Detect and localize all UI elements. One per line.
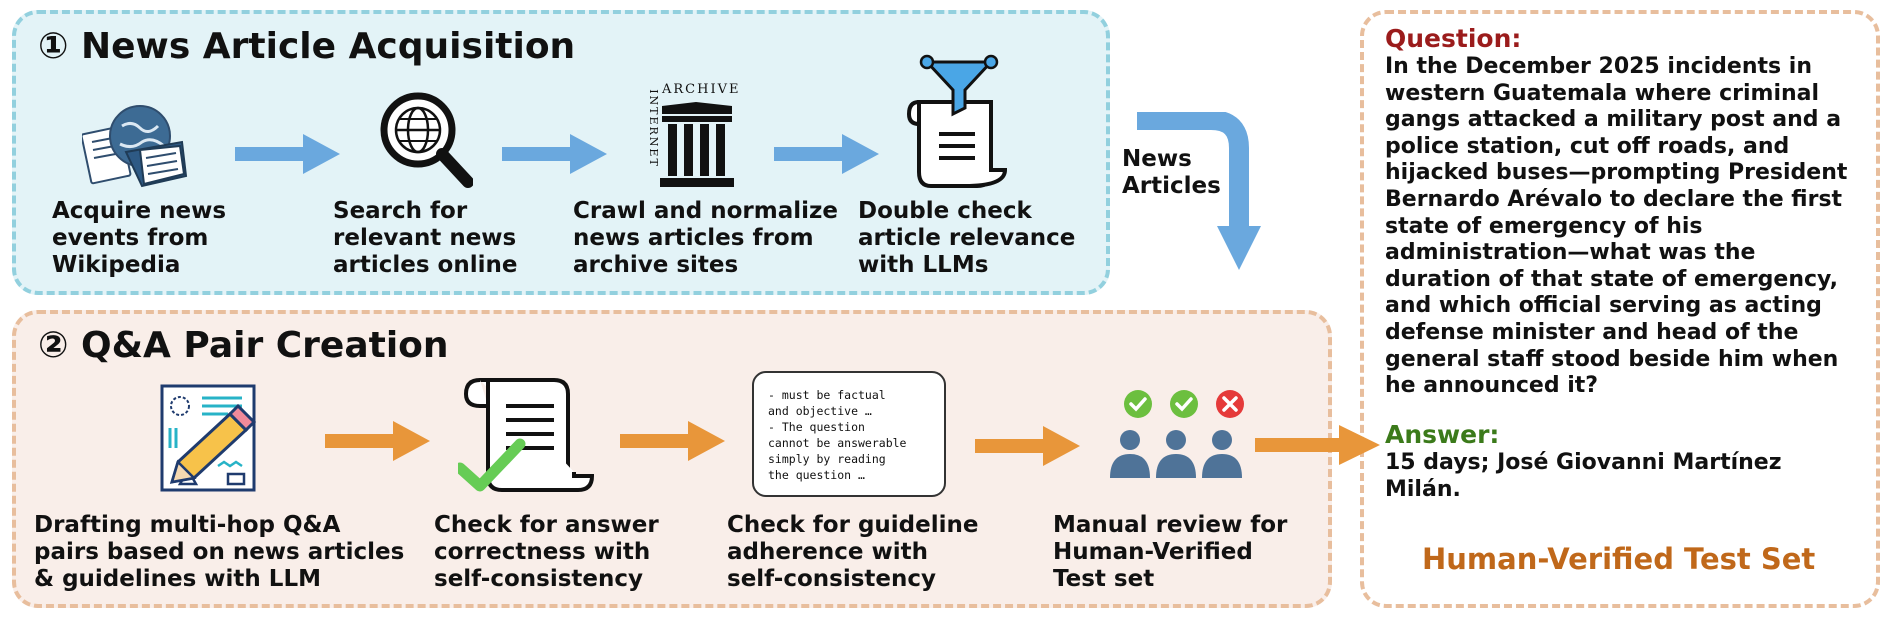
step-crawl-label: Crawl and normalize news articles from a…	[573, 198, 839, 278]
internet-archive-icon: ARCHIVE INTERNET	[640, 82, 750, 192]
guideline-text: - must be factual and objective … - The …	[768, 388, 907, 482]
archive-building-icon	[660, 102, 734, 187]
question-heading: Question:	[1385, 24, 1522, 53]
globe-magnifier-icon	[380, 92, 473, 188]
step-doublecheck-label: Double check article relevance with LLMs	[858, 198, 1076, 278]
answer-heading: Answer:	[1385, 420, 1500, 449]
reviewers-icon	[1110, 390, 1244, 478]
step-drafting-label: Drafting multi-hop Q&A pairs based on ne…	[34, 512, 405, 592]
step-guideline-label: Check for guideline adherence with self-…	[727, 512, 979, 592]
pencil-drawing-icon	[160, 384, 257, 492]
reviewer-1	[1110, 430, 1150, 478]
news-articles-label: News Articles	[1122, 146, 1221, 199]
blue-arrow-2	[502, 134, 607, 174]
reviewer-3	[1202, 430, 1242, 478]
guideline-note-icon: - must be factual and objective … - The …	[752, 371, 946, 497]
news-globe-icon	[82, 105, 188, 188]
test-set-panel	[1360, 10, 1880, 608]
section1-title: ① News Article Acquisition	[38, 26, 576, 67]
section2-title: ② Q&A Pair Creation	[38, 325, 449, 366]
step-acquire-label: Acquire news events from Wikipedia	[52, 198, 227, 278]
news-articles-flow-arrow	[1137, 112, 1261, 270]
orange-arrow-1	[325, 421, 430, 461]
orange-arrow-3	[975, 426, 1080, 466]
step-manual-label: Manual review for Human-Verified Test se…	[1053, 512, 1288, 592]
archive-word: ARCHIVE	[662, 82, 741, 97]
step-correctness-label: Check for answer correctness with self-c…	[434, 512, 659, 592]
question-text: In the December 2025 incidents in wester…	[1385, 54, 1848, 399]
test-set-footer: Human-Verified Test Set	[1422, 542, 1816, 576]
step-search-label: Search for relevant news articles online	[333, 198, 518, 278]
blue-arrow-3	[774, 134, 879, 174]
reviewer-2	[1156, 430, 1196, 478]
filter-scroll-icon	[906, 54, 1008, 188]
blue-arrow-1	[235, 134, 340, 174]
scroll-check-icon	[458, 378, 594, 492]
answer-text: 15 days; José Giovanni Martínez Milán.	[1385, 450, 1782, 502]
orange-arrow-2	[620, 421, 725, 461]
orange-arrow-4	[1255, 425, 1380, 465]
